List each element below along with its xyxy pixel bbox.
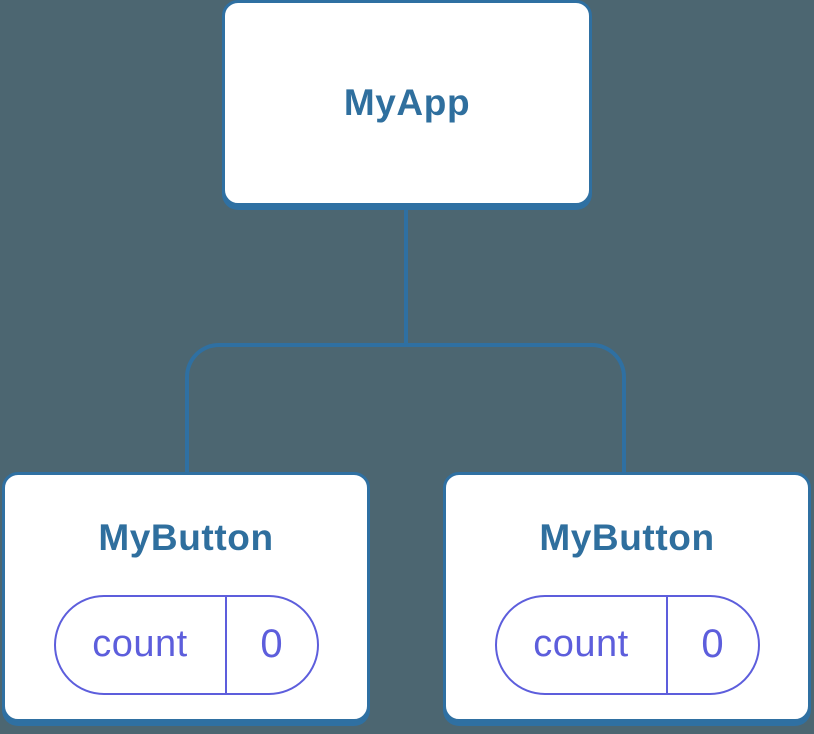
state-name-left: count: [92, 623, 188, 666]
state-value-right: 0: [665, 596, 758, 693]
state-pill-left: count 0: [53, 594, 319, 695]
node-mybutton-left: MyButton count 0: [2, 472, 370, 722]
node-myapp-label: MyApp: [343, 81, 471, 123]
connector-branch: [185, 343, 626, 472]
state-value-left: 0: [224, 596, 317, 693]
node-mybutton-right-label: MyButton: [539, 517, 715, 558]
node-mybutton-right: MyButton count 0: [443, 472, 811, 722]
connector-stem: [404, 206, 408, 346]
node-mybutton-left-label: MyButton: [98, 517, 274, 558]
state-name-right: count: [533, 623, 629, 666]
state-pill-right: count 0: [494, 594, 760, 695]
node-myapp: MyApp: [222, 0, 592, 206]
